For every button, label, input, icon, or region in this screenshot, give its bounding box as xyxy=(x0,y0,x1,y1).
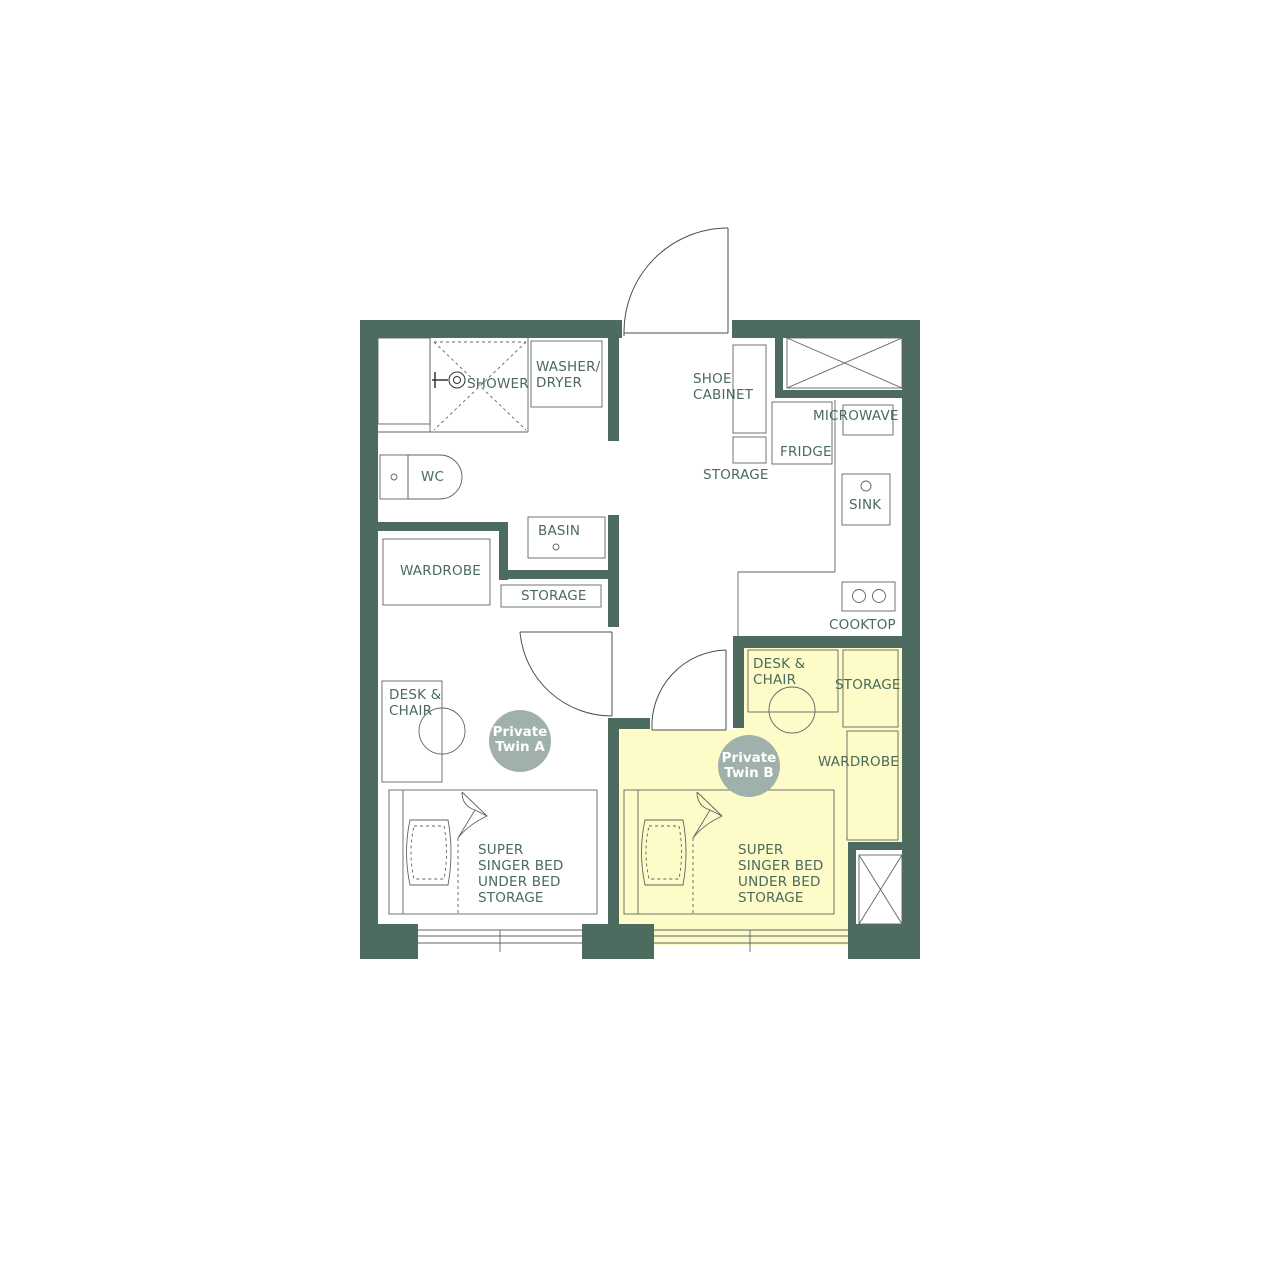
fridge-label: FRIDGE xyxy=(780,444,832,460)
microwave-label: MICROWAVE xyxy=(813,408,899,424)
storage-a xyxy=(500,584,602,608)
desk-b xyxy=(747,649,839,734)
hall-storage-label: STORAGE xyxy=(703,467,769,483)
bed-a-line-3: UNDER BED xyxy=(478,874,561,890)
kitchen-counter xyxy=(737,400,836,636)
microwave xyxy=(842,404,894,436)
storage-b xyxy=(842,649,899,728)
room-badge-twin-a: Private Twin A xyxy=(489,710,551,772)
shower-label: SHOWER xyxy=(467,376,529,392)
twin-b-name-2: Twin B xyxy=(724,765,773,781)
twin-a-name-2: Twin A xyxy=(495,739,545,755)
shower-head-icon xyxy=(432,371,466,389)
shoe-label: SHOE xyxy=(693,371,732,387)
bed-a-line-2: SINGER BED xyxy=(478,858,564,874)
shoe-cabinet xyxy=(732,344,767,464)
wardrobe-a-label: WARDROBE xyxy=(400,563,481,579)
wardrobe-b xyxy=(846,730,899,841)
desk-b-label-1: DESK & xyxy=(753,656,806,672)
sink-label: SINK xyxy=(849,497,882,513)
closet-cross-b xyxy=(858,854,903,925)
storage-a-label: STORAGE xyxy=(521,588,587,604)
wc-label: WC xyxy=(421,469,444,485)
bed-a xyxy=(388,789,598,915)
washer-label: WASHER/ xyxy=(536,359,601,375)
window-icon xyxy=(418,929,848,952)
storage-b-label: STORAGE xyxy=(835,677,901,693)
basin xyxy=(527,516,606,559)
twin-b-highlight xyxy=(620,648,903,945)
dryer-label: DRYER xyxy=(536,375,582,391)
washer-dryer xyxy=(530,340,603,408)
twin-a-door xyxy=(519,631,613,717)
bed-a-line-1: SUPER xyxy=(478,842,524,858)
shower-area xyxy=(377,337,529,433)
desk-a xyxy=(381,680,466,783)
cooktop-burner-icon xyxy=(841,581,896,612)
walls xyxy=(360,320,920,959)
entry-door xyxy=(623,227,729,336)
bed-b-line-4: STORAGE xyxy=(738,890,804,906)
cooktop-label: COOKTOP xyxy=(829,617,896,633)
cabinet-label: CABINET xyxy=(693,387,754,403)
sink-icon xyxy=(841,473,891,526)
wardrobe-b-label: WARDROBE xyxy=(818,754,899,770)
twin-a-name-1: Private xyxy=(493,724,548,740)
bed-b-line-3: UNDER BED xyxy=(738,874,821,890)
desk-a-label-2: CHAIR xyxy=(389,703,432,719)
desk-a-label-1: DESK & xyxy=(389,687,442,703)
bed-b-line-2: SINGER BED xyxy=(738,858,824,874)
twin-b-name-1: Private xyxy=(722,750,777,766)
bed-a-line-4: STORAGE xyxy=(478,890,544,906)
closet-cross xyxy=(786,337,903,389)
bed-b-line-1: SUPER xyxy=(738,842,784,858)
desk-b-label-2: CHAIR xyxy=(753,672,796,688)
wardrobe-a xyxy=(382,538,491,606)
twin-b-door xyxy=(651,649,727,731)
bed-b xyxy=(623,789,835,915)
toilet-icon xyxy=(379,454,463,500)
fridge xyxy=(771,401,833,465)
room-badge-twin-b: Private Twin B xyxy=(718,735,780,797)
basin-label: BASIN xyxy=(538,523,580,539)
